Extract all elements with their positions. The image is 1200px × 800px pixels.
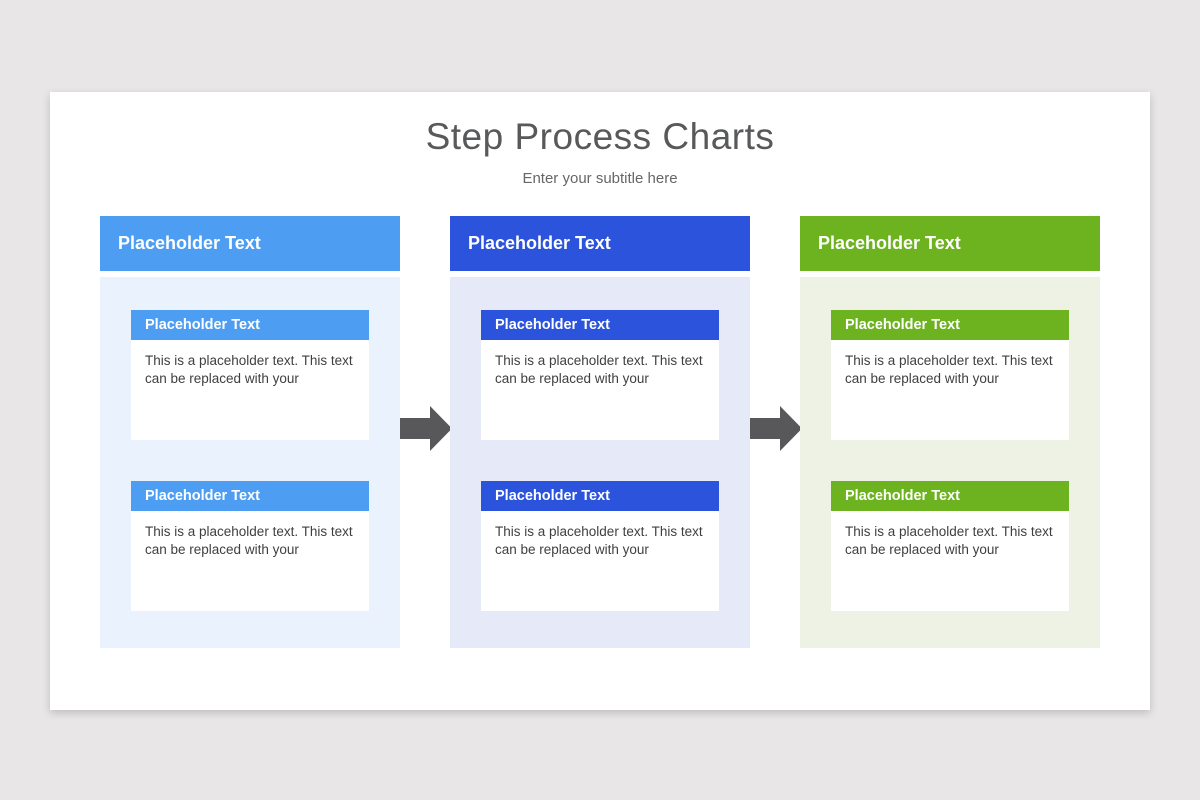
card-title: Placeholder Text xyxy=(831,310,1069,340)
card-title: Placeholder Text xyxy=(831,481,1069,511)
card-body-text: This is a placeholder text. This text ca… xyxy=(845,353,1053,387)
card-body-text: This is a placeholder text. This text ca… xyxy=(495,524,703,558)
card: Placeholder Text This is a placeholder t… xyxy=(481,481,719,611)
column-header: Placeholder Text xyxy=(100,216,400,271)
card-title: Placeholder Text xyxy=(131,481,369,511)
column-body: Placeholder Text This is a placeholder t… xyxy=(100,277,400,648)
process-column-2: Placeholder Text Placeholder Text This i… xyxy=(450,216,750,648)
page-subtitle: Enter your subtitle here xyxy=(522,170,678,187)
card-title: Placeholder Text xyxy=(481,310,719,340)
card-body-text: This is a placeholder text. This text ca… xyxy=(845,524,1053,558)
column-body: Placeholder Text This is a placeholder t… xyxy=(800,277,1100,648)
card: Placeholder Text This is a placeholder t… xyxy=(831,310,1069,440)
card: Placeholder Text This is a placeholder t… xyxy=(131,310,369,440)
card-body-text: This is a placeholder text. This text ca… xyxy=(495,353,703,387)
card: Placeholder Text This is a placeholder t… xyxy=(481,310,719,440)
column-header: Placeholder Text xyxy=(450,216,750,271)
card-title: Placeholder Text xyxy=(131,310,369,340)
process-column-1: Placeholder Text Placeholder Text This i… xyxy=(100,216,400,648)
process-column-3: Placeholder Text Placeholder Text This i… xyxy=(800,216,1100,648)
card-title: Placeholder Text xyxy=(481,481,719,511)
process-columns: Placeholder Text Placeholder Text This i… xyxy=(100,216,1100,648)
card-body-text: This is a placeholder text. This text ca… xyxy=(145,524,353,558)
card: Placeholder Text This is a placeholder t… xyxy=(831,481,1069,611)
arrow-right-icon xyxy=(750,405,802,452)
slide: Step Process Charts Enter your subtitle … xyxy=(50,92,1150,710)
column-body: Placeholder Text This is a placeholder t… xyxy=(450,277,750,648)
arrow-right-icon xyxy=(400,405,452,452)
page-title: Step Process Charts xyxy=(425,116,775,157)
column-header: Placeholder Text xyxy=(800,216,1100,271)
card: Placeholder Text This is a placeholder t… xyxy=(131,481,369,611)
card-body-text: This is a placeholder text. This text ca… xyxy=(145,353,353,387)
